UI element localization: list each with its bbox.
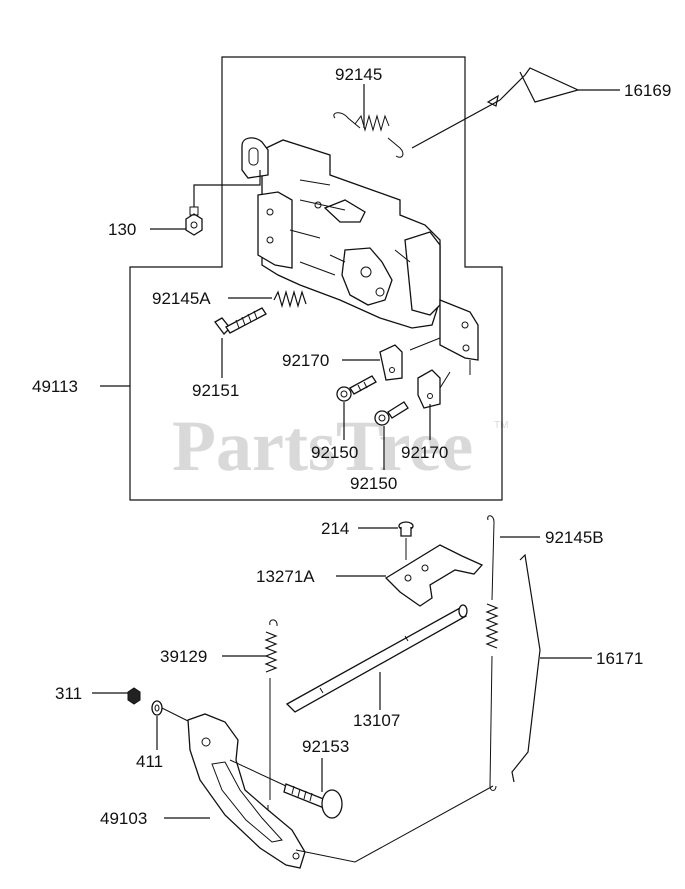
spring-92145A: [273, 289, 307, 309]
spring-92145: [333, 112, 404, 158]
rod-16169: [411, 67, 580, 149]
watermark-trademark: TM: [494, 420, 508, 431]
callout-92151: 92151: [192, 381, 239, 400]
callout-13107: 13107: [353, 711, 400, 730]
callout-92153: 92153: [302, 737, 349, 756]
nut-311: [127, 687, 141, 705]
callout-92150-b: 92150: [350, 474, 397, 493]
callout-16169: 16169: [624, 81, 671, 100]
bracket-92170-a: [379, 344, 403, 381]
rod-16171: [511, 553, 541, 783]
callout-411: 411: [136, 752, 163, 771]
assembly-49113-outline: [129, 56, 503, 501]
callout-49113: 49113: [32, 377, 78, 396]
callout-92145: 92145: [335, 65, 382, 84]
bracket-92170-b: [417, 369, 441, 409]
callout-13271A: 13271A: [256, 567, 315, 586]
callout-16171: 16171: [596, 649, 643, 668]
callout-92145B: 92145B: [545, 528, 604, 547]
spring-92145B: [485, 515, 499, 791]
spring-39129: [264, 619, 278, 800]
callout-92145A: 92145A: [152, 289, 211, 308]
nut-130: [185, 206, 203, 236]
watermark-text: PartsTree: [172, 406, 473, 486]
lever-49103: [187, 713, 306, 869]
bolt-92150-b: [374, 401, 409, 426]
callout-92170-a: 92170: [282, 351, 329, 370]
callout-39129: 39129: [160, 647, 207, 666]
bolt-92150-a: [336, 375, 377, 402]
leader-lines: [92, 84, 620, 819]
callout-92150-a: 92150: [311, 443, 358, 462]
washer-411: [151, 700, 191, 723]
callout-49103: 49103: [100, 809, 147, 828]
callout-214: 214: [321, 519, 349, 538]
control-bracket-assembly: [241, 137, 479, 361]
callout-311: 311: [55, 684, 82, 703]
screw-214: [398, 521, 414, 560]
callout-92170-b: 92170: [401, 443, 448, 462]
lower-frame-line: [267, 785, 494, 863]
plate-13271A: [384, 544, 484, 607]
callout-130: 130: [108, 220, 136, 239]
bolt-92151: [214, 307, 267, 335]
shaft-13107: [285, 604, 468, 713]
pin-92153: [229, 759, 343, 819]
